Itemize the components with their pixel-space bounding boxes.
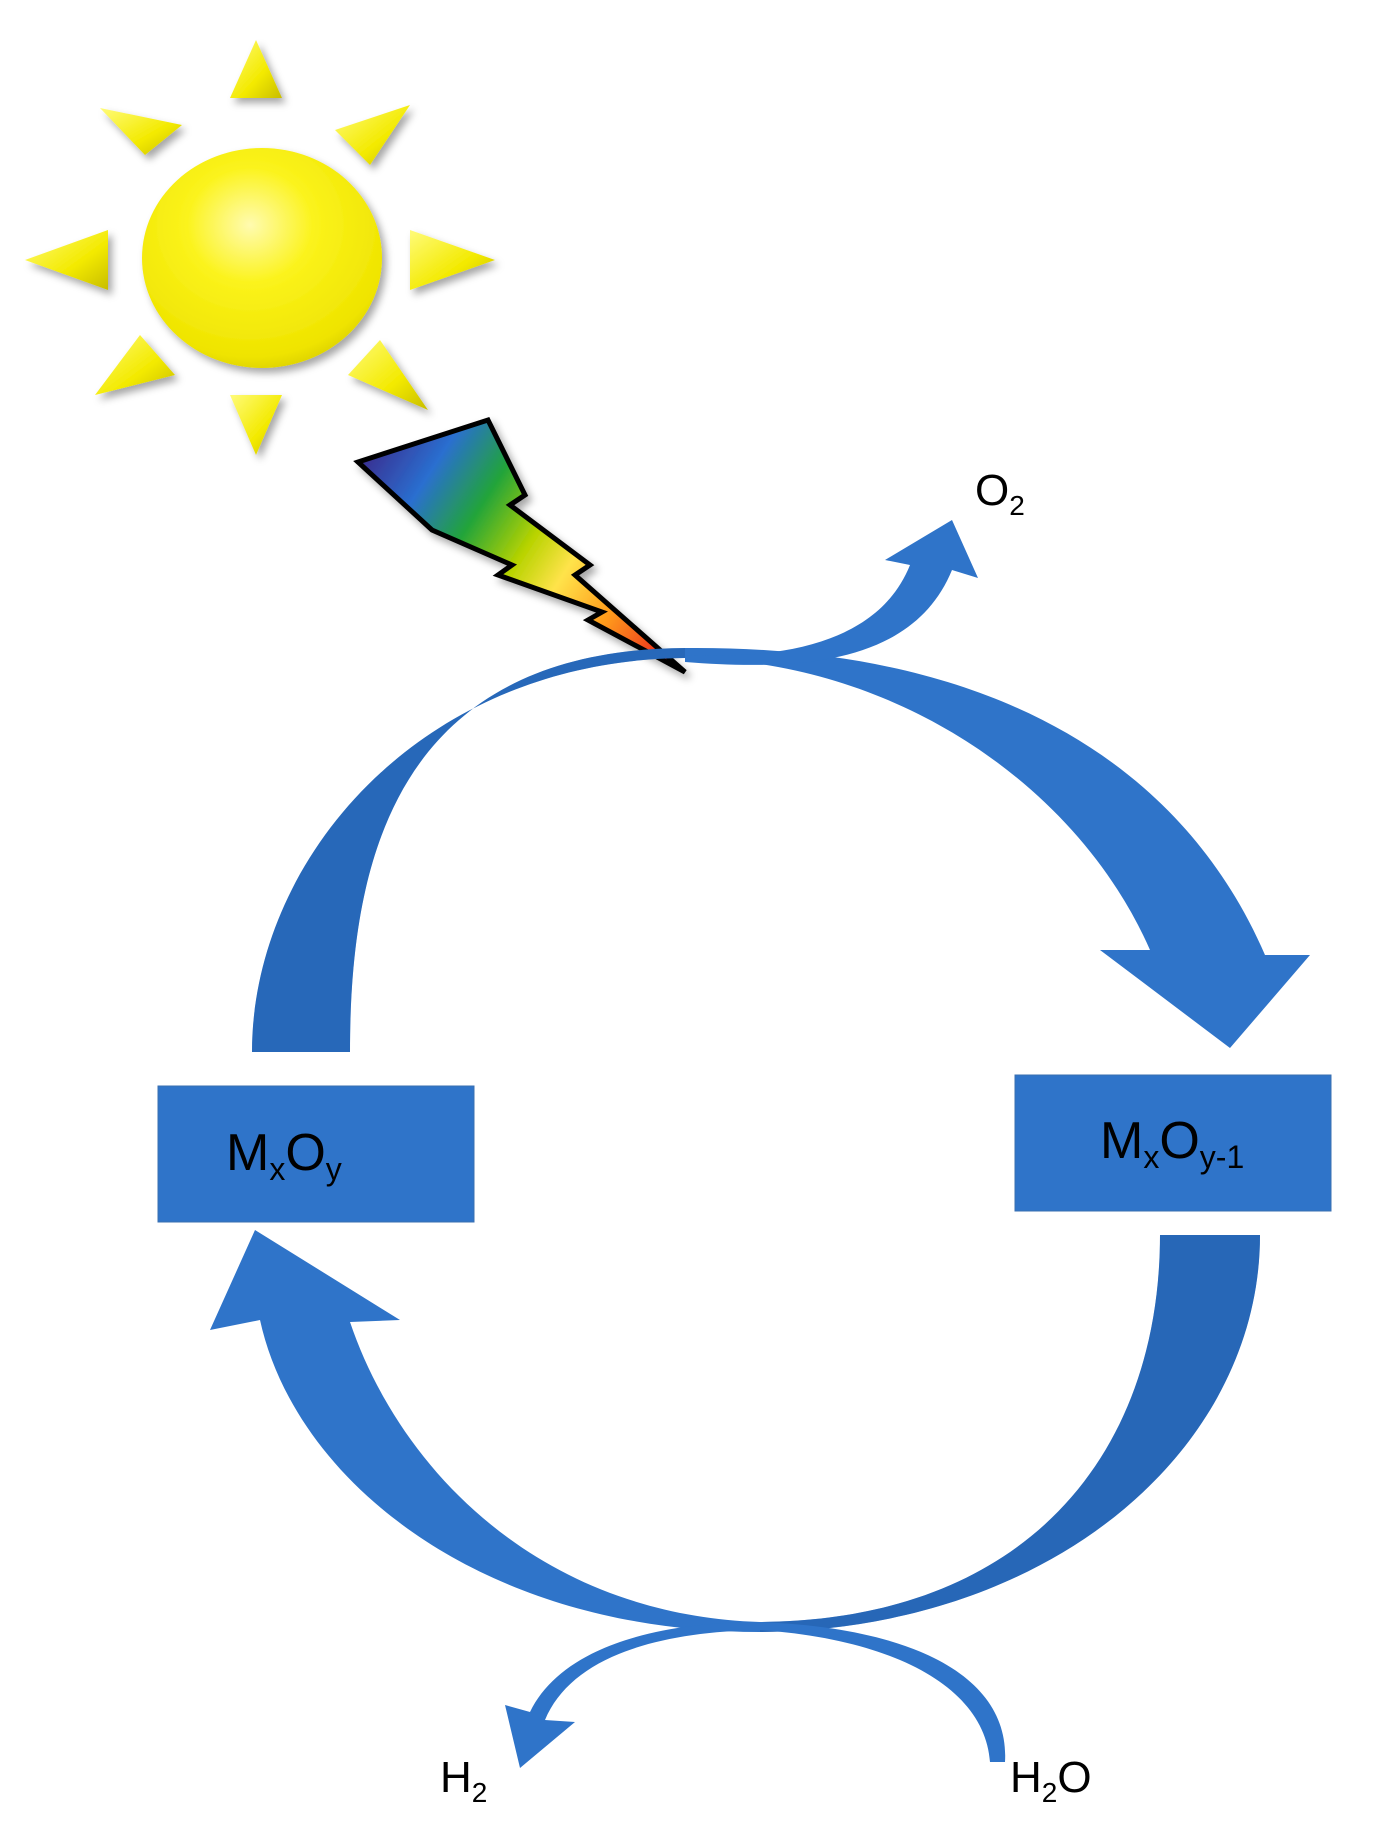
h2-label: H2 [440,1753,487,1808]
sun-disc [142,148,382,368]
h2o-main: H [1010,1753,1042,1802]
mxoy-box: MxOy [157,1085,475,1223]
sun-icon [25,40,495,455]
mxoy-sub-y: y [326,1151,342,1187]
h2o-tail: O [1057,1753,1091,1802]
mxoy-1-main-m: M [1100,1112,1143,1170]
mxoy-1-label: MxOy-1 [1100,1112,1244,1175]
sun-ray [230,40,282,98]
sun-ray [335,105,410,165]
mxoy-1-sub-y-1: y-1 [1200,1139,1244,1175]
h2o-h2-exchange-arrow [505,1622,1006,1768]
upper-cycle-arrow-shade [252,648,685,1052]
mxoy-main-m: M [226,1124,269,1182]
mxoy-1-main-o: O [1159,1112,1199,1170]
h2o-label: H2O [1010,1753,1092,1808]
sun-ray [100,108,182,155]
sun-ray [230,395,282,455]
mxoy-sub-x: x [269,1151,285,1187]
mxoy-1-box: MxOy-1 [1014,1074,1332,1212]
sun-ray [410,230,495,290]
upper-cycle-arrow [252,647,1310,1052]
sun-ray [25,230,108,290]
lower-cycle-arrow [210,1230,1260,1632]
mxoy-main-o: O [285,1124,325,1182]
o2-exit-arrow [685,520,978,665]
h2-sub: 2 [472,1777,488,1808]
lower-cycle-arrow-shade [760,1235,1260,1632]
sun-ray [348,340,428,410]
mxoy-1-sub-x: x [1143,1139,1159,1175]
mxoy-label: MxOy [226,1124,342,1187]
sun-ray [95,335,175,395]
h2-main: H [440,1753,472,1802]
o2-sub: 2 [1009,490,1025,521]
o2-label: O2 [975,466,1025,521]
lightning-bolt-icon [353,416,687,675]
o2-main: O [975,466,1009,515]
h2o-sub: 2 [1042,1777,1058,1808]
